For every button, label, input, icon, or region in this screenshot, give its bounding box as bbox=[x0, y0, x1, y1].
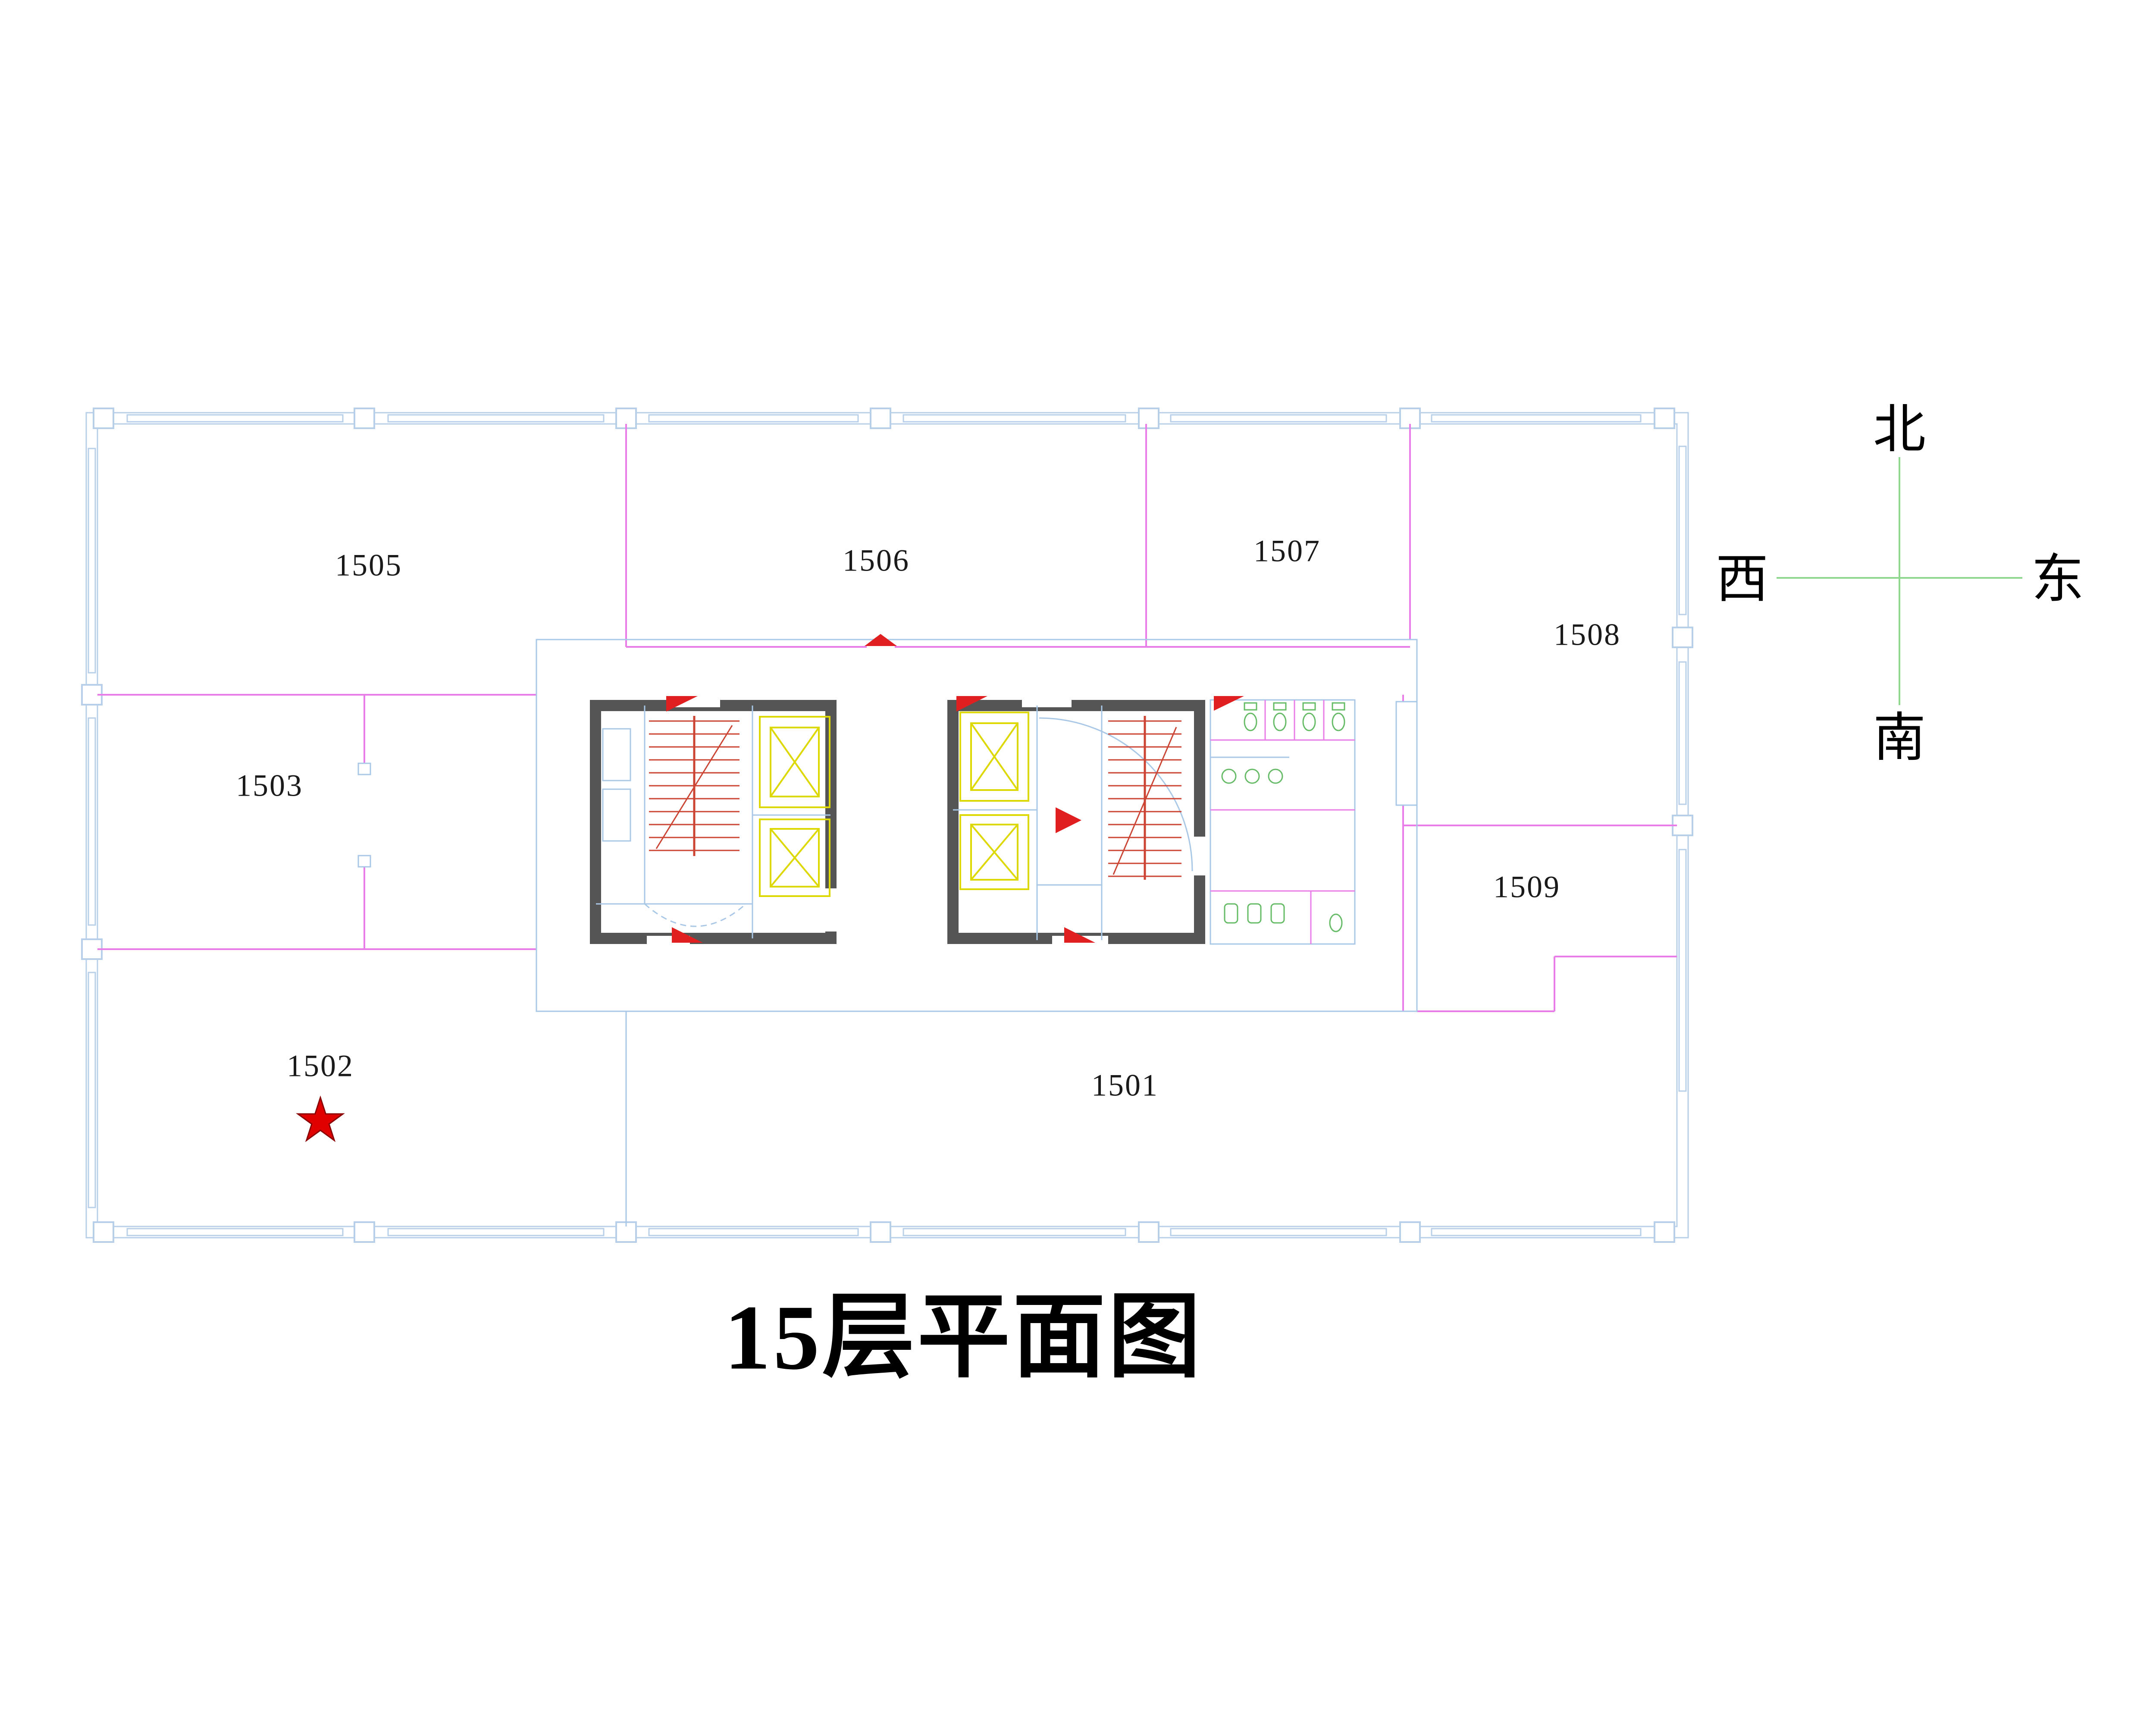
corridor-outline bbox=[536, 639, 1418, 1226]
columns bbox=[81, 408, 1693, 1243]
compass-north-label: 北 bbox=[1873, 401, 1926, 459]
room-label-1502: 1502 bbox=[287, 1048, 354, 1083]
room-label-1501: 1501 bbox=[1091, 1068, 1159, 1103]
location-star-marker bbox=[296, 1095, 345, 1142]
compass-west-label: 西 bbox=[1716, 550, 1768, 609]
core-left bbox=[590, 693, 838, 950]
room-label-1505: 1505 bbox=[335, 548, 402, 583]
core-right-interior-lines bbox=[953, 706, 1193, 940]
room-partitions bbox=[97, 424, 1677, 1012]
room-label-1506: 1506 bbox=[843, 543, 910, 578]
core-right bbox=[947, 693, 1207, 950]
core-right-elevators bbox=[959, 712, 1029, 890]
corridor-door-marker bbox=[865, 634, 897, 646]
room-label-1509: 1509 bbox=[1493, 869, 1561, 904]
room-label-1507: 1507 bbox=[1253, 533, 1321, 568]
page-title: 15层平面图 bbox=[724, 1286, 1203, 1389]
core-right-door-gaps bbox=[1022, 693, 1207, 950]
restroom-block bbox=[1210, 696, 1356, 945]
core-left-interior-lines bbox=[596, 706, 830, 938]
compass-east-label: 东 bbox=[2031, 550, 2084, 609]
core-right-door-markers bbox=[956, 696, 1095, 943]
compass-south-label: 南 bbox=[1873, 709, 1926, 768]
restroom-fixtures bbox=[1221, 702, 1345, 932]
core-left-elevators bbox=[759, 716, 830, 897]
restroom-door-marker bbox=[1214, 696, 1244, 711]
core-left-door-markers bbox=[666, 696, 703, 943]
core-left-stair bbox=[649, 716, 740, 856]
room-label-1508: 1508 bbox=[1554, 617, 1621, 652]
service-shaft bbox=[1395, 701, 1418, 806]
room-label-1503: 1503 bbox=[236, 768, 303, 803]
restroom-partitions bbox=[1210, 700, 1355, 944]
core-right-stair bbox=[1108, 716, 1181, 880]
compass-cross bbox=[1777, 457, 2022, 705]
window-bars bbox=[88, 414, 1687, 1236]
partition-door-frames bbox=[357, 762, 371, 868]
